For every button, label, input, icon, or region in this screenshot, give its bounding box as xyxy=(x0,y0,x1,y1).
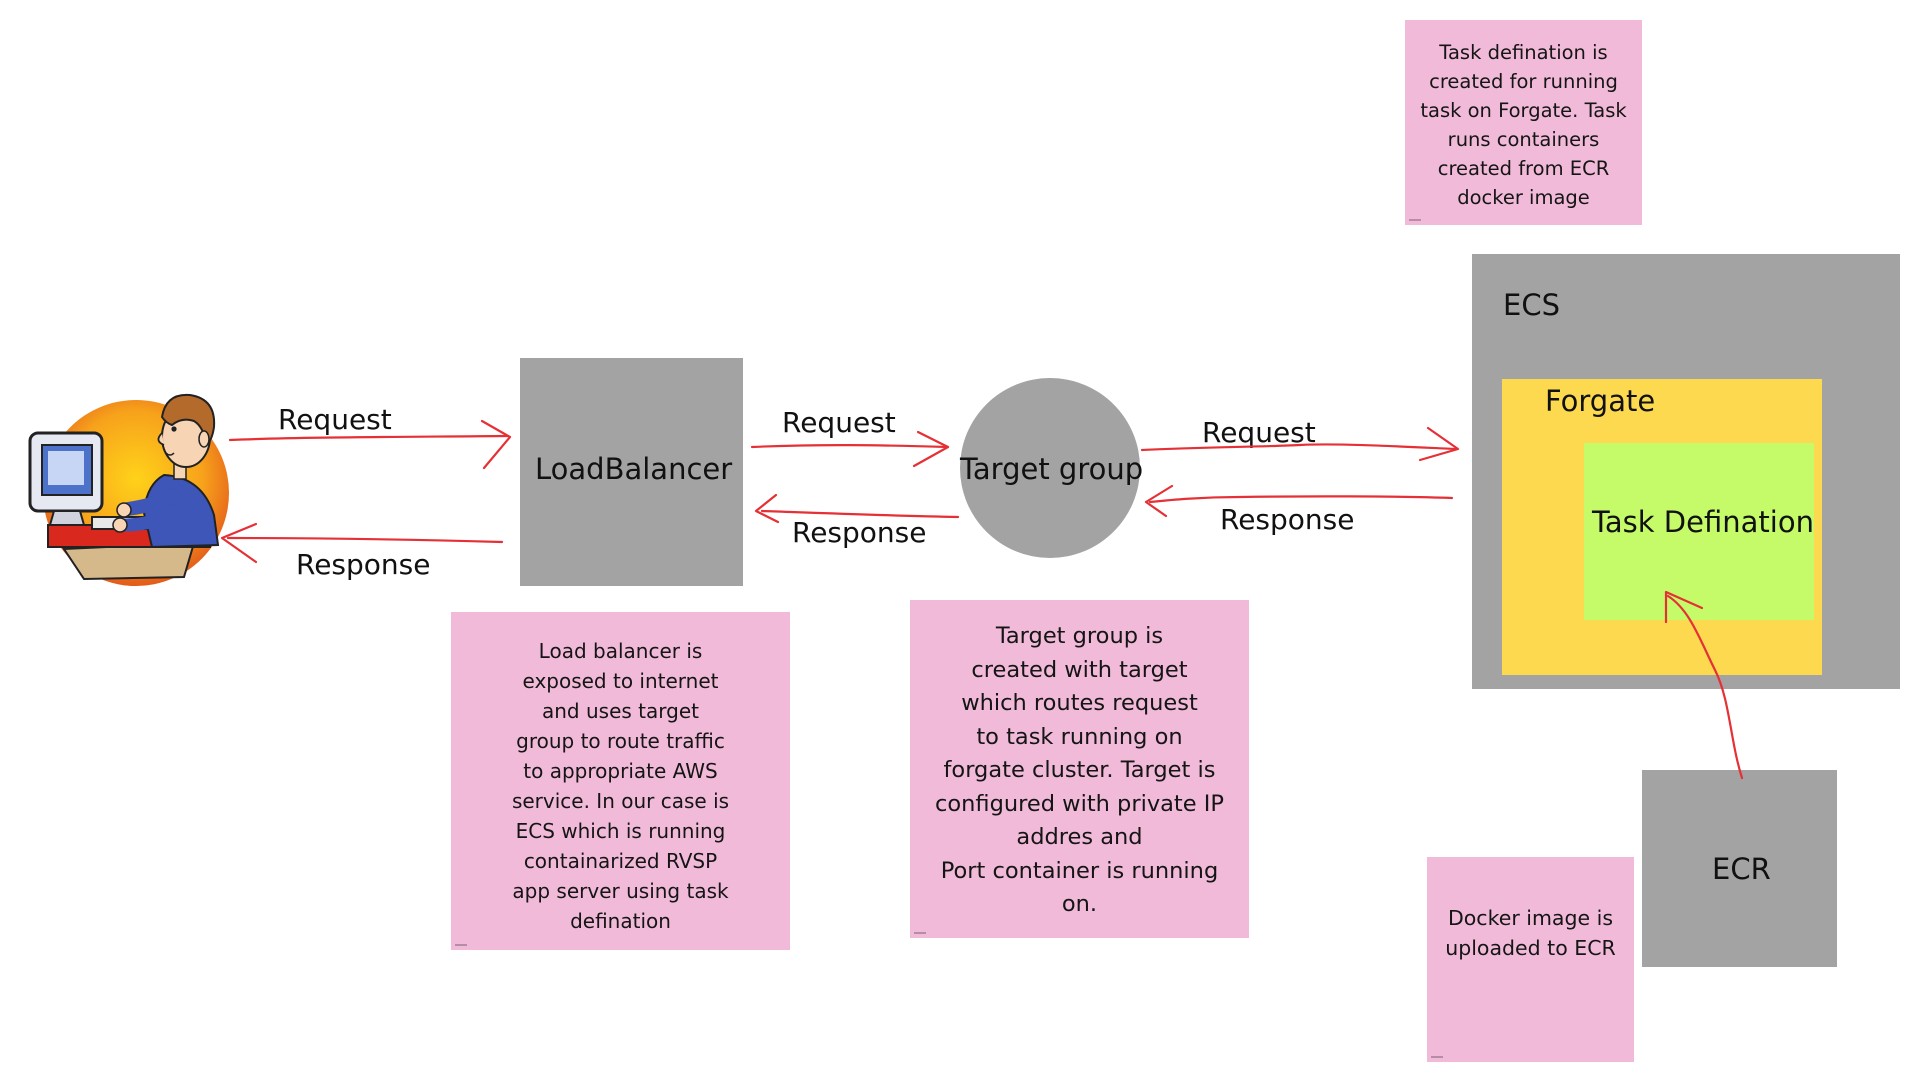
forgate-label: Forgate xyxy=(1545,384,1656,418)
note-tag xyxy=(914,932,926,934)
target-group-note-text: Target group is created with target whic… xyxy=(935,623,1224,917)
docker-image-note-text: Docker image is uploaded to ECR xyxy=(1445,906,1616,960)
tg-response-label: Response xyxy=(1220,503,1355,536)
loadbalancer-node: LoadBalancer xyxy=(520,358,743,586)
load-balancer-note: Load balancer is exposed to internet and… xyxy=(451,612,790,950)
task-defination-note-text: Task defination is created for running t… xyxy=(1420,41,1627,209)
docker-image-note: Docker image is uploaded to ECR xyxy=(1427,857,1634,1062)
user-at-computer-icon xyxy=(28,393,229,586)
lb-response-arrowhead xyxy=(754,493,780,524)
ecs-label: ECS xyxy=(1503,288,1560,322)
target-group-label: Target group xyxy=(960,452,1144,486)
tg-request-label: Request xyxy=(1202,416,1316,449)
ecr-node: ECR xyxy=(1642,770,1837,967)
load-balancer-note-text: Load balancer is exposed to internet and… xyxy=(511,639,730,933)
note-tag xyxy=(1431,1056,1443,1058)
lb-request-label: Request xyxy=(782,406,896,439)
user-response-label: Response xyxy=(296,548,431,581)
task-defination-node: Task Defination xyxy=(1584,443,1814,620)
tg-request-arrowhead xyxy=(1418,426,1460,462)
task-defination-note: Task defination is created for running t… xyxy=(1405,20,1642,225)
user-request-arrowhead xyxy=(480,419,512,470)
task-defination-label: Task Defination xyxy=(1592,505,1814,539)
user-request-label: Request xyxy=(278,403,392,436)
target-group-node: Target group xyxy=(960,378,1144,558)
ecr-label: ECR xyxy=(1712,852,1771,886)
loadbalancer-label: LoadBalancer xyxy=(535,452,733,486)
lb-response-label: Response xyxy=(792,516,927,549)
note-tag xyxy=(455,944,467,946)
user-request-arrow xyxy=(228,434,510,442)
lb-request-arrowhead xyxy=(912,430,950,468)
note-tag xyxy=(1409,219,1421,221)
lb-request-arrow xyxy=(750,444,950,449)
target-group-note: Target group is created with target whic… xyxy=(910,600,1249,938)
ecs-node: ECS Forgate Task Defination xyxy=(1472,254,1900,689)
tg-response-arrow xyxy=(1148,495,1454,504)
user-response-arrow xyxy=(226,536,504,544)
forgate-node: Forgate Task Defination xyxy=(1502,379,1822,675)
tg-response-arrowhead xyxy=(1144,484,1174,518)
